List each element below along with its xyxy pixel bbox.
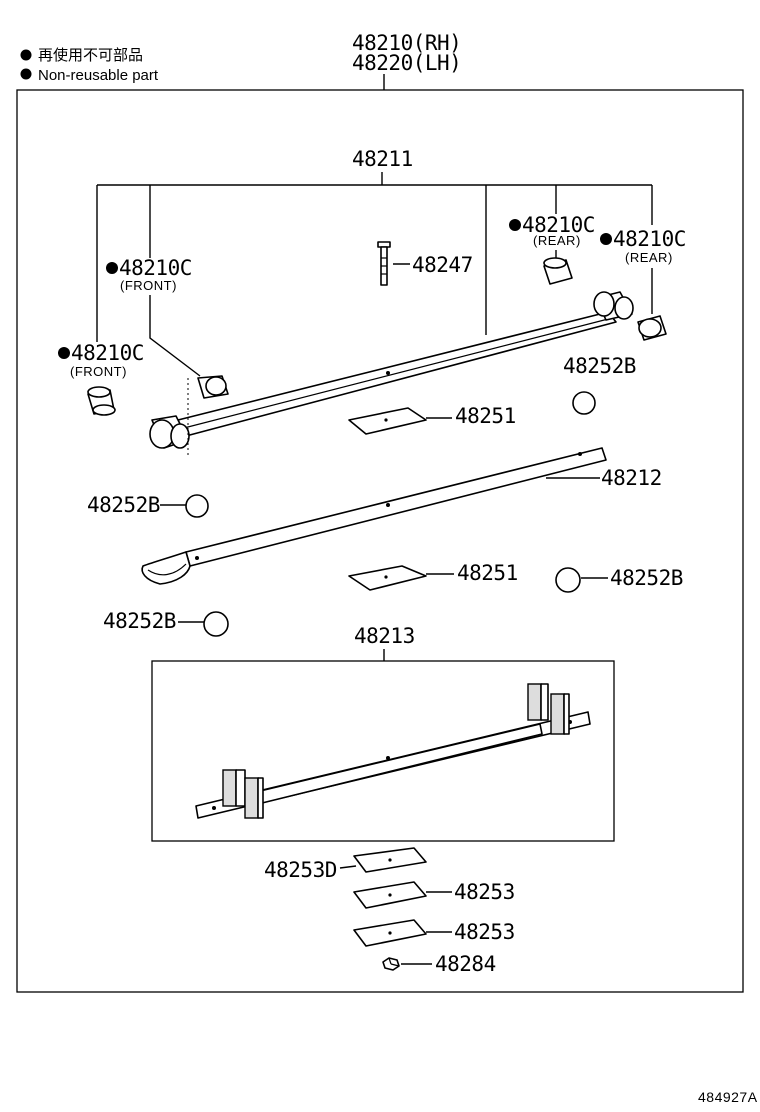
- non-reusable-bullet-icon: [600, 233, 612, 245]
- non-reusable-bullet-icon: [106, 262, 118, 274]
- part-label-48253-lower[interactable]: 48253: [454, 920, 515, 944]
- part-sublabel-rear-mid: (REAR): [533, 233, 581, 248]
- part-label-48252b-left[interactable]: 48252B: [87, 493, 160, 517]
- part-sublabel-front-mid: (FRONT): [120, 278, 177, 293]
- non-reusable-bullet-icon: [509, 219, 521, 231]
- assembly-frame: [16, 89, 744, 993]
- leaf-spring-48211[interactable]: [149, 291, 634, 455]
- non-reusable-bullet-icon: [20, 68, 32, 80]
- part-label-48252b-lower-left[interactable]: 48252B: [103, 609, 176, 633]
- bush-front-mid[interactable]: [197, 375, 229, 399]
- silencer-48252b-right[interactable]: [555, 567, 581, 593]
- part-sublabel-rear-right: (REAR): [625, 250, 673, 265]
- bracket-48211: [96, 172, 653, 342]
- part-label-48210c-rear-mid[interactable]: 48210C: [522, 213, 595, 237]
- part-label-48252b-right[interactable]: 48252B: [610, 566, 683, 590]
- part-label-48251-upper[interactable]: 48251: [455, 404, 516, 428]
- non-reusable-bullet-icon: [58, 347, 70, 359]
- silencer-48252b-lower-left[interactable]: [203, 611, 229, 637]
- spacer-48253-upper[interactable]: [353, 881, 427, 909]
- silencer-48252b-left[interactable]: [185, 494, 209, 518]
- pad-48251-upper[interactable]: [348, 407, 427, 435]
- bush-front-left[interactable]: [87, 386, 116, 416]
- nut-48284[interactable]: [382, 957, 400, 971]
- part-label-48210c-front-mid[interactable]: 48210C: [119, 256, 192, 280]
- part-label-48210c-rear-right[interactable]: 48210C: [613, 227, 686, 251]
- part-label-48251-lower[interactable]: 48251: [457, 561, 518, 585]
- leaf-spring-48212[interactable]: [141, 447, 607, 585]
- legend-english: Non-reusable part: [38, 67, 159, 84]
- legend: 再使用不可部品 Non-reusable part: [20, 47, 159, 84]
- silencer-48252b-upper[interactable]: [572, 391, 596, 415]
- part-label-48284[interactable]: 48284: [435, 952, 496, 976]
- bush-rear-right[interactable]: [637, 315, 667, 341]
- assembly-rh-label[interactable]: 48210(RH): [352, 31, 462, 55]
- part-label-48213[interactable]: 48213: [354, 624, 415, 648]
- part-label-48210c-front-left[interactable]: 48210C: [71, 341, 144, 365]
- part-label-48253d[interactable]: 48253D: [264, 858, 337, 882]
- part-label-48253-upper[interactable]: 48253: [454, 880, 515, 904]
- spacer-48253d[interactable]: [353, 847, 427, 873]
- part-label-48247[interactable]: 48247: [412, 253, 473, 277]
- catalog-id: 484927A: [698, 1089, 758, 1105]
- part-sublabel-front-left: (FRONT): [70, 364, 127, 379]
- leaf-spring-48213[interactable]: [195, 683, 591, 819]
- leaf-48213-frame: [151, 660, 615, 842]
- part-label-48252b-upper[interactable]: 48252B: [563, 354, 636, 378]
- bolt-48247[interactable]: [377, 241, 391, 286]
- legend-japanese: 再使用不可部品: [38, 47, 143, 64]
- pad-48251-lower[interactable]: [348, 565, 427, 591]
- part-label-48212[interactable]: 48212: [601, 466, 662, 490]
- non-reusable-bullet-icon: [20, 49, 32, 61]
- part-label-48211[interactable]: 48211: [352, 147, 413, 171]
- bush-rear-mid[interactable]: [543, 257, 573, 285]
- assembly-lh-label[interactable]: 48220(LH): [352, 51, 462, 75]
- spacer-48253-lower[interactable]: [353, 919, 427, 947]
